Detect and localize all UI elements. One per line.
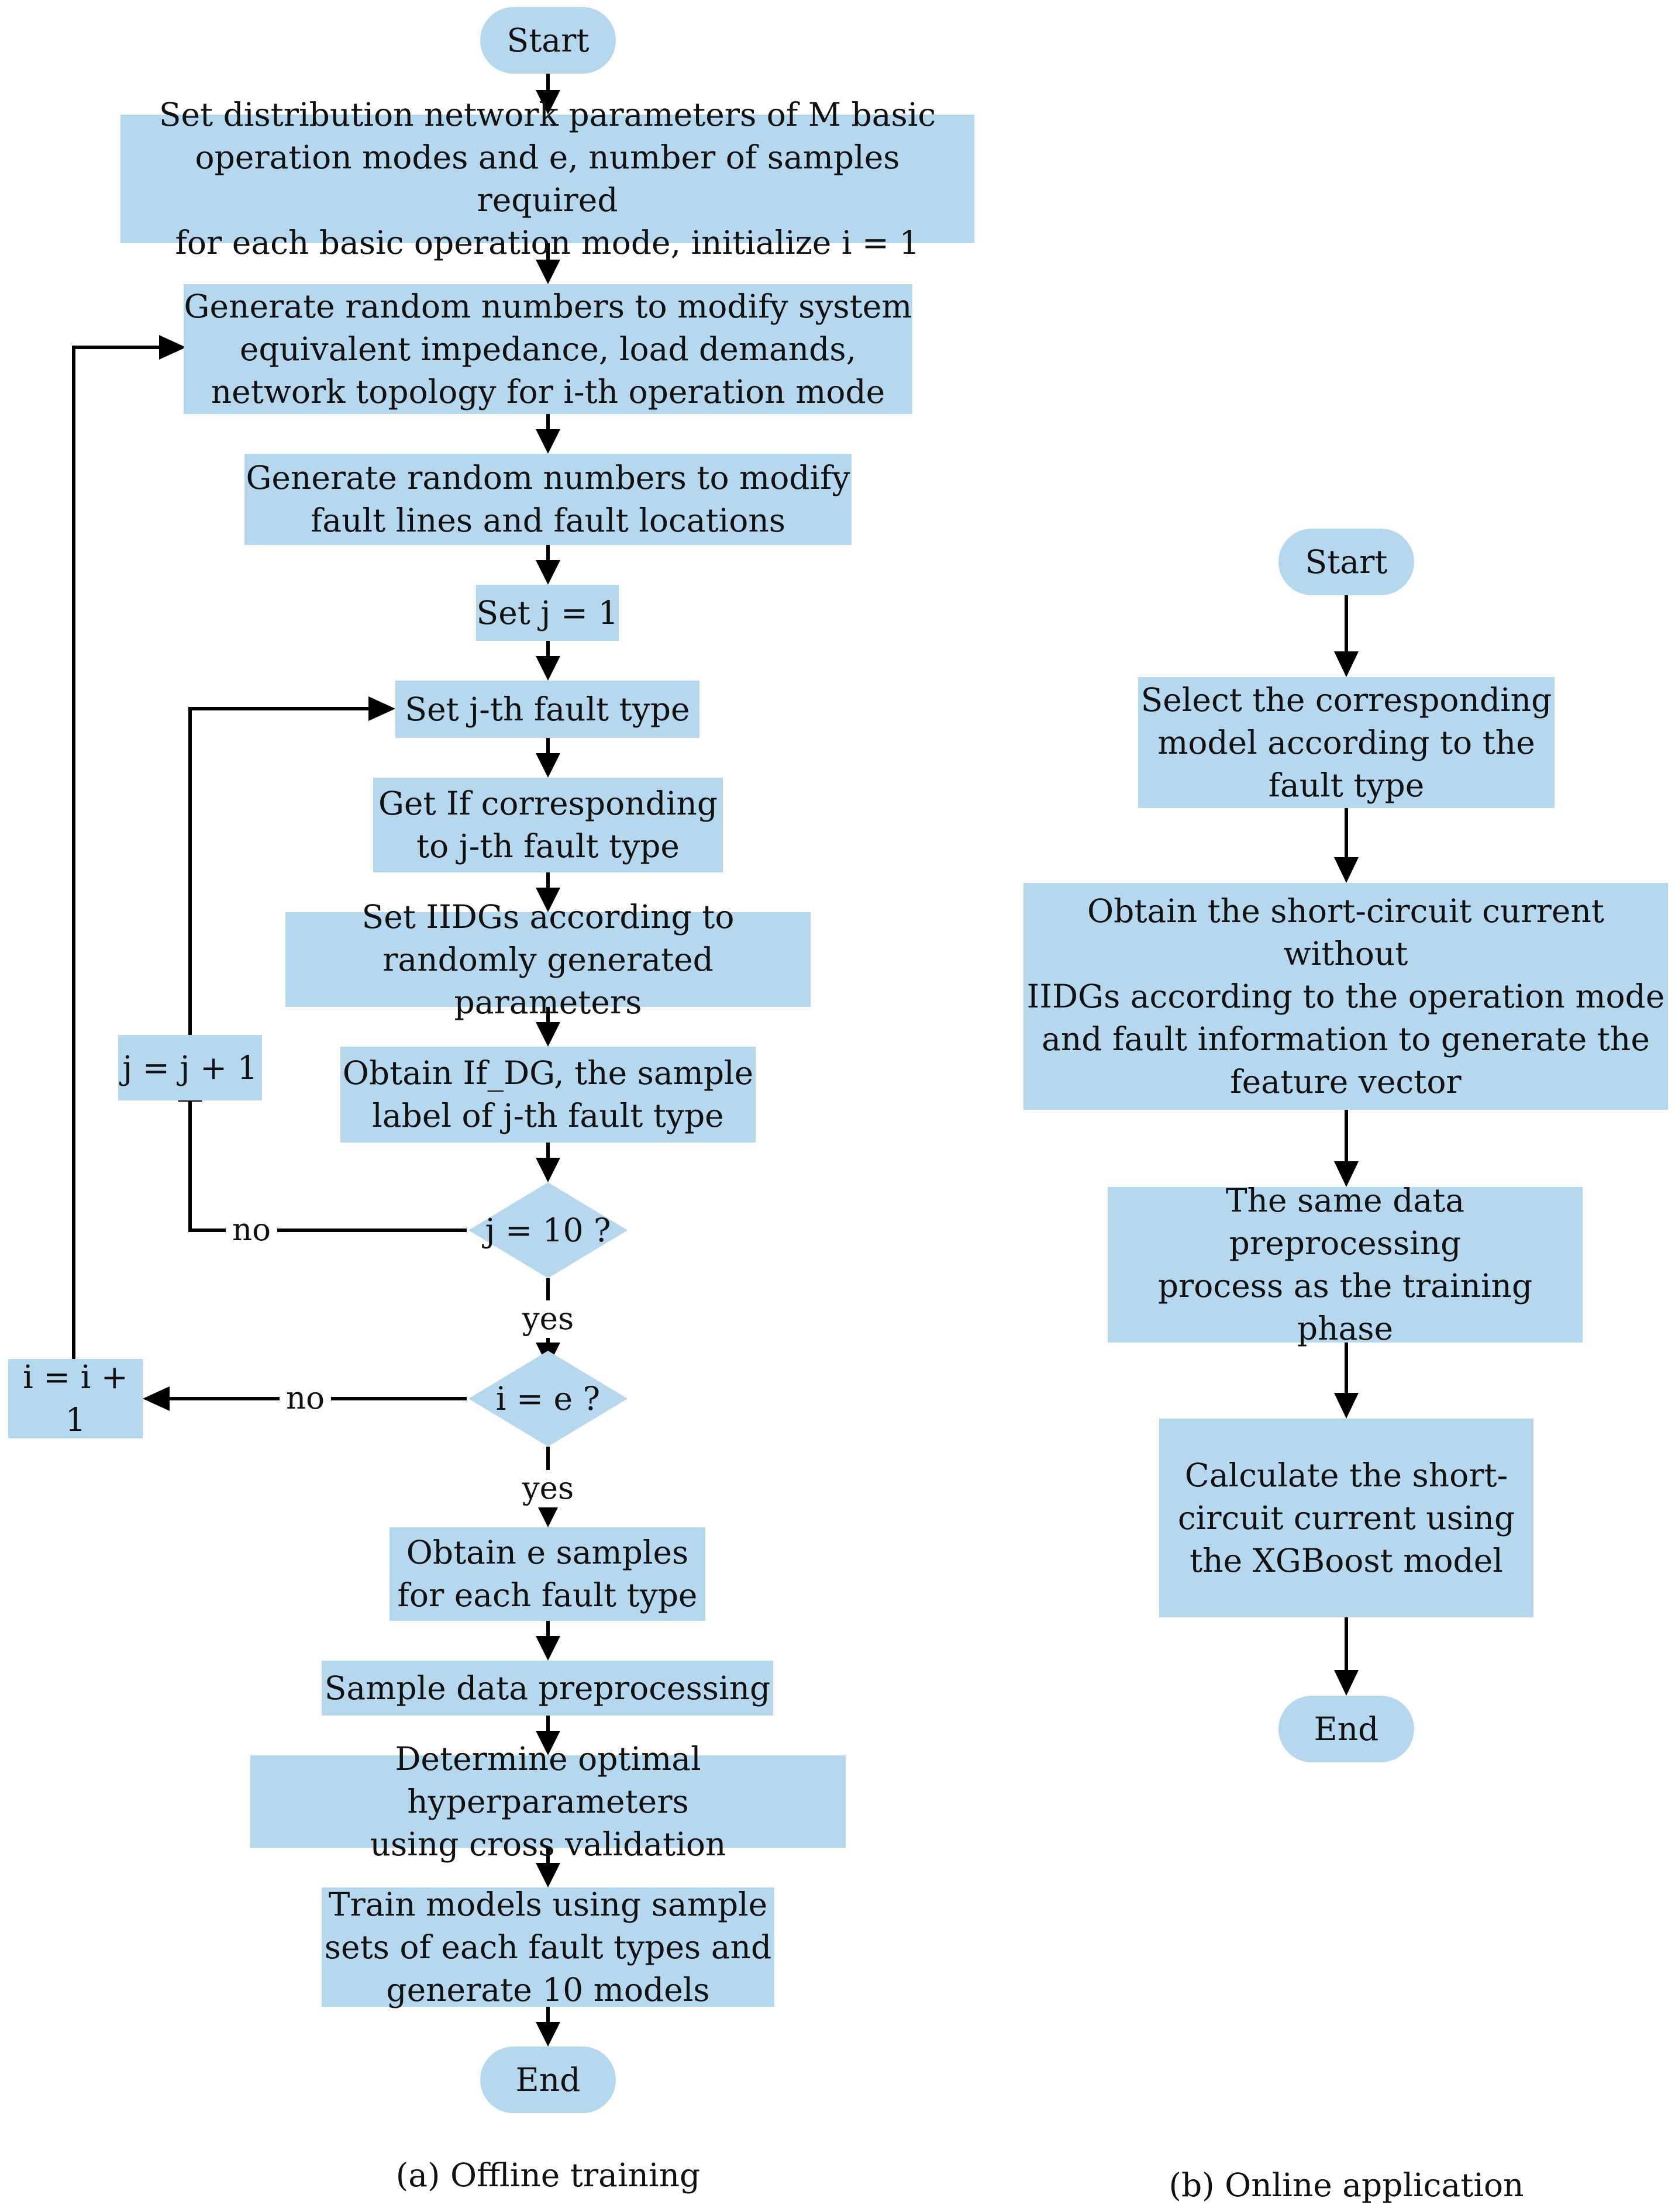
get-if-box: Get If corresponding to j-th fault type	[373, 778, 723, 872]
decision-i-text: i = e ?	[468, 1375, 628, 1422]
set-j-box: Set j = 1	[476, 585, 619, 641]
arrowhead	[536, 1636, 560, 1661]
node-text: Start	[1305, 543, 1388, 581]
node-text: Sample data preprocessing	[324, 1669, 771, 1707]
online-start-terminal: Start	[1278, 529, 1414, 595]
decision-j-diamond	[468, 1182, 628, 1278]
label-no-j: no	[226, 1212, 277, 1249]
preprocessing-box: Sample data preprocessing	[322, 1661, 773, 1716]
node-text: Generate random numbers to modify fault …	[246, 459, 850, 539]
node-text: Set j-th fault type	[405, 690, 690, 728]
arrowhead	[1334, 1393, 1359, 1419]
label-no-i: no	[280, 1380, 331, 1417]
label-yes-j: yes	[517, 1300, 579, 1338]
node-text: j = j + 1	[122, 1048, 258, 1086]
arrowhead	[536, 656, 560, 681]
node-text: Determine optimal hyperparameters using …	[370, 1740, 726, 1863]
arrowhead	[1334, 651, 1359, 677]
arrowhead	[536, 560, 560, 585]
decision-i-diamond	[468, 1351, 628, 1447]
obtain-ifdg-box: Obtain If_DG, the sample label of j-th f…	[340, 1047, 756, 1143]
node-text: End	[1314, 1710, 1379, 1748]
arrowhead	[536, 429, 560, 454]
node-text: j = 10 ?	[485, 1211, 611, 1249]
label-yes-i: yes	[517, 1470, 579, 1507]
random-system-box: Generate random numbers to modify system…	[184, 284, 912, 414]
arrowhead	[1334, 857, 1359, 883]
set-parameters-box: Set distribution network parameters of M…	[120, 96, 974, 261]
node-text: Obtain If_DG, the sample label of j-th f…	[342, 1054, 754, 1134]
obtain-samples-box: Obtain e samples for each fault type	[390, 1527, 705, 1621]
node-text: Select the corresponding model according…	[1140, 681, 1552, 804]
arrowhead	[536, 90, 560, 115]
offline-start-terminal: Start	[480, 7, 616, 74]
node-text: Calculate the short- circuit current usi…	[1177, 1456, 1515, 1579]
arrowhead	[536, 2022, 560, 2047]
arrowhead	[536, 1022, 560, 1047]
select-model-box: Select the corresponding model according…	[1138, 677, 1555, 808]
arrowhead	[1334, 1161, 1359, 1187]
node-text: Get If corresponding to j-th fault type	[378, 785, 718, 865]
set-iidgs-box: Set IIDGs according to randomly generate…	[285, 898, 811, 1021]
i-increment-box: i = i + 1	[8, 1358, 143, 1438]
online-end-terminal: End	[1278, 1696, 1414, 1762]
arrowhead	[536, 1158, 560, 1182]
node-text: Set distribution network parameters of M…	[158, 96, 936, 261]
offline-end-terminal: End	[480, 2047, 616, 2113]
set-fault-type-box: Set j-th fault type	[395, 681, 699, 738]
node-text: Generate random numbers to modify system…	[184, 287, 912, 410]
arrowhead	[159, 335, 186, 360]
loop-i-increment-to-random-system	[72, 346, 172, 1359]
arrowhead	[368, 696, 395, 721]
arrowhead	[1334, 1670, 1359, 1696]
arrowhead	[536, 888, 560, 912]
arrowhead	[536, 260, 560, 284]
calculate-box: Calculate the short- circuit current usi…	[1159, 1419, 1533, 1617]
arrowhead	[143, 1386, 170, 1411]
node-text: i = i + 1	[23, 1358, 128, 1438]
node-text: End	[515, 2061, 581, 2099]
train-models-box: Train models using sample sets of each f…	[322, 1886, 774, 2009]
arrowhead	[536, 1863, 560, 1887]
node-text: Set IIDGs according to randomly generate…	[361, 898, 735, 1021]
loop-j-increment-to-fault-type	[188, 707, 380, 1035]
arrowhead	[536, 753, 560, 778]
caption-offline: (a) Offline training	[395, 2156, 701, 2194]
node-text: Obtain e samples for each fault type	[397, 1534, 698, 1614]
caption-online: (b) Online application	[1169, 2166, 1524, 2204]
arrowhead	[536, 1731, 560, 1755]
node-text: Obtain the short-circuit current without…	[1026, 892, 1665, 1100]
j-increment-box: j = j + 1	[118, 1035, 262, 1100]
loop-no-j	[188, 1100, 467, 1232]
node-text: Start	[506, 21, 590, 59]
same-preprocessing-box: The same data preprocessing process as t…	[1108, 1182, 1583, 1347]
node-text: The same data preprocessing process as t…	[1157, 1182, 1533, 1347]
node-text: Train models using sample sets of each f…	[324, 1885, 772, 2009]
decision-shapes	[468, 1182, 628, 1447]
node-text: i = e ?	[495, 1379, 601, 1417]
arrowheads	[143, 90, 1359, 2047]
node-text: Set j = 1	[476, 593, 619, 631]
hyperparameters-box: Determine optimal hyperparameters using …	[250, 1740, 846, 1863]
obtain-current-box: Obtain the short-circuit current without…	[1023, 883, 1668, 1110]
random-fault-box: Generate random numbers to modify fault …	[244, 454, 852, 545]
arrowhead	[536, 1503, 560, 1527]
decision-j-text: j = 10 ?	[468, 1207, 628, 1254]
